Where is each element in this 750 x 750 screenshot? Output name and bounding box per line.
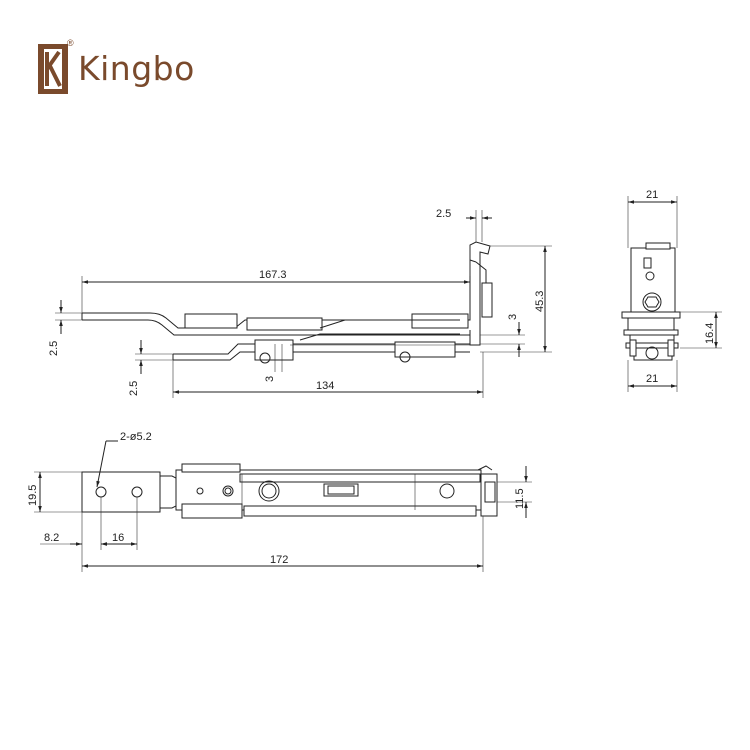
registered-mark: ® — [67, 38, 74, 48]
mounting-hole — [95, 486, 107, 498]
dim-offset-3a: 3 — [507, 314, 519, 320]
dim-offset-left-a: 2.5 — [48, 341, 60, 356]
dim-offset-x: 8.2 — [44, 532, 59, 544]
mounting-hole — [131, 486, 143, 498]
upper-arm — [82, 241, 491, 346]
dim-end-width-bottom: 21 — [646, 373, 658, 385]
dim-offset-3b: 3 — [264, 376, 276, 382]
top-view: 2-ø5.2 19.5 8.2 16 172 11.5 — [27, 431, 532, 572]
dim-length-lower: 134 — [316, 380, 334, 392]
brand-name: Kingbo — [78, 49, 195, 88]
end-view: 21 21 16.4 — [621, 189, 722, 392]
dim-plate-width: 19.5 — [27, 485, 39, 506]
dim-overall-length: 172 — [270, 554, 288, 566]
side-view: 2.5 167.3 45.3 3 2.5 2.5 3 134 — [48, 208, 552, 398]
dim-holes: 2-ø5.2 — [120, 431, 152, 443]
dim-hole-spacing: 16 — [112, 532, 124, 544]
dim-length-upper: 167.3 — [259, 269, 287, 281]
dim-height: 45.3 — [534, 291, 546, 312]
dim-gap-top: 2.5 — [436, 208, 451, 220]
dim-end-width-top: 21 — [646, 189, 658, 201]
dim-offset-left-b: 2.5 — [128, 381, 140, 396]
dim-end-width: 11.5 — [514, 488, 526, 509]
dim-end-height: 16.4 — [704, 323, 716, 344]
lower-arm — [173, 343, 470, 355]
logo-monogram-icon — [38, 44, 68, 94]
